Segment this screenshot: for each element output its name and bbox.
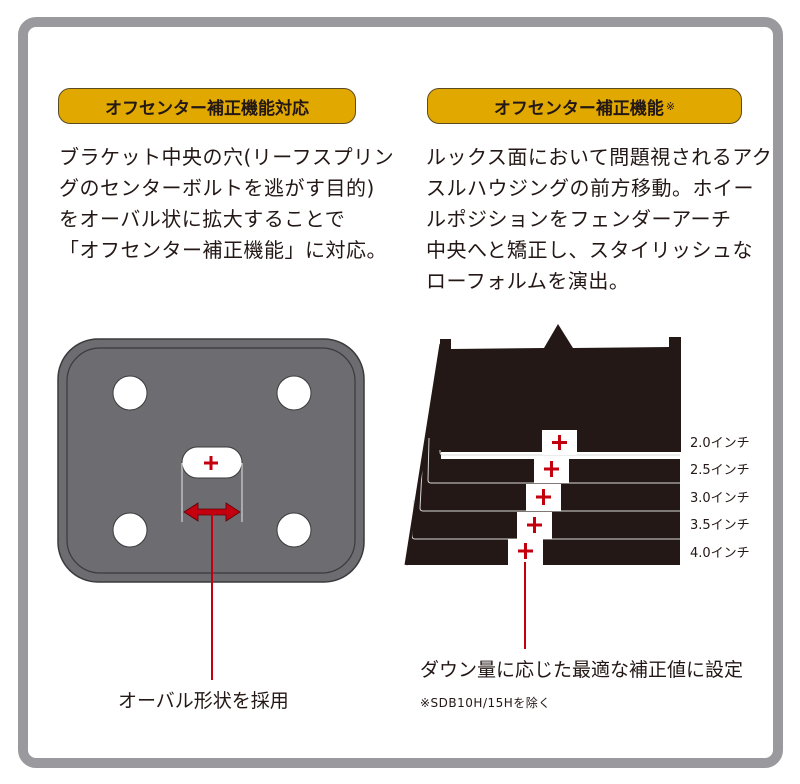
- offset-marker-3.0: [526, 484, 561, 511]
- center-plus-icon: [204, 456, 218, 470]
- right-heading-text: オフセンター補正機能: [493, 98, 664, 119]
- left-caption: オーバル形状を採用: [118, 690, 289, 712]
- bolt-hole-icon: [276, 375, 312, 411]
- left-description-line: ブラケット中央の穴(リーフスプリン: [59, 145, 395, 169]
- drop-label-3.0: 3.0インチ: [690, 491, 750, 506]
- left-description: ブラケット中央の穴(リーフスプリン グのセンターボルトを逃がす目的) をオーバル…: [59, 142, 394, 266]
- right-description-line: ルックス面において問題視されるアク: [426, 145, 773, 169]
- bolt-hole-icon: [276, 512, 312, 548]
- right-heading-badge: オフセンター補正機能 ※: [427, 88, 742, 124]
- model-exclusion-footnote: ※SDB10H/15Hを除く: [420, 696, 551, 710]
- right-caption: ダウン量に応じた最適な補正値に設定: [420, 659, 744, 681]
- left-description-line: 「オフセンター補正機能」に対応。: [59, 238, 387, 262]
- left-description-line: グのセンターボルトを逃がす目的): [59, 176, 375, 200]
- offset-bracket-stack-illustration: [404, 324, 681, 649]
- left-description-line: をオーバル状に拡大することで: [59, 207, 346, 231]
- bolt-hole-icon: [112, 375, 148, 411]
- offset-marker-3.5: [517, 512, 552, 539]
- left-heading-text: オフセンター補正機能対応: [105, 98, 309, 119]
- drop-label-2.0: 2.0インチ: [690, 436, 750, 451]
- double-arrow-icon: [183, 502, 241, 522]
- drop-label-2.5: 2.5インチ: [690, 463, 750, 478]
- right-description: ルックス面において問題視されるアク スルハウジングの前方移動。ホイー ルポジショ…: [426, 142, 772, 297]
- offset-marker-4.0: [508, 539, 543, 566]
- right-description-line: ローフォルムを演出。: [426, 269, 630, 293]
- bracket-plate-illustration: [57, 338, 365, 680]
- drop-label-4.0: 4.0インチ: [690, 546, 750, 561]
- right-description-line: スルハウジングの前方移動。ホイー: [426, 176, 754, 200]
- drop-label-3.5: 3.5インチ: [690, 518, 750, 533]
- heading-note-mark: ※: [665, 99, 676, 113]
- offset-marker-2.0: [542, 430, 577, 455]
- bolt-hole-icon: [112, 512, 148, 548]
- left-heading-badge: オフセンター補正機能対応: [58, 88, 356, 124]
- right-description-line: ルポジションをフェンダーアーチ: [426, 207, 732, 231]
- offset-marker-2.5: [534, 456, 569, 483]
- right-description-line: 中央へと矯正し、スタイリッシュな: [426, 238, 753, 262]
